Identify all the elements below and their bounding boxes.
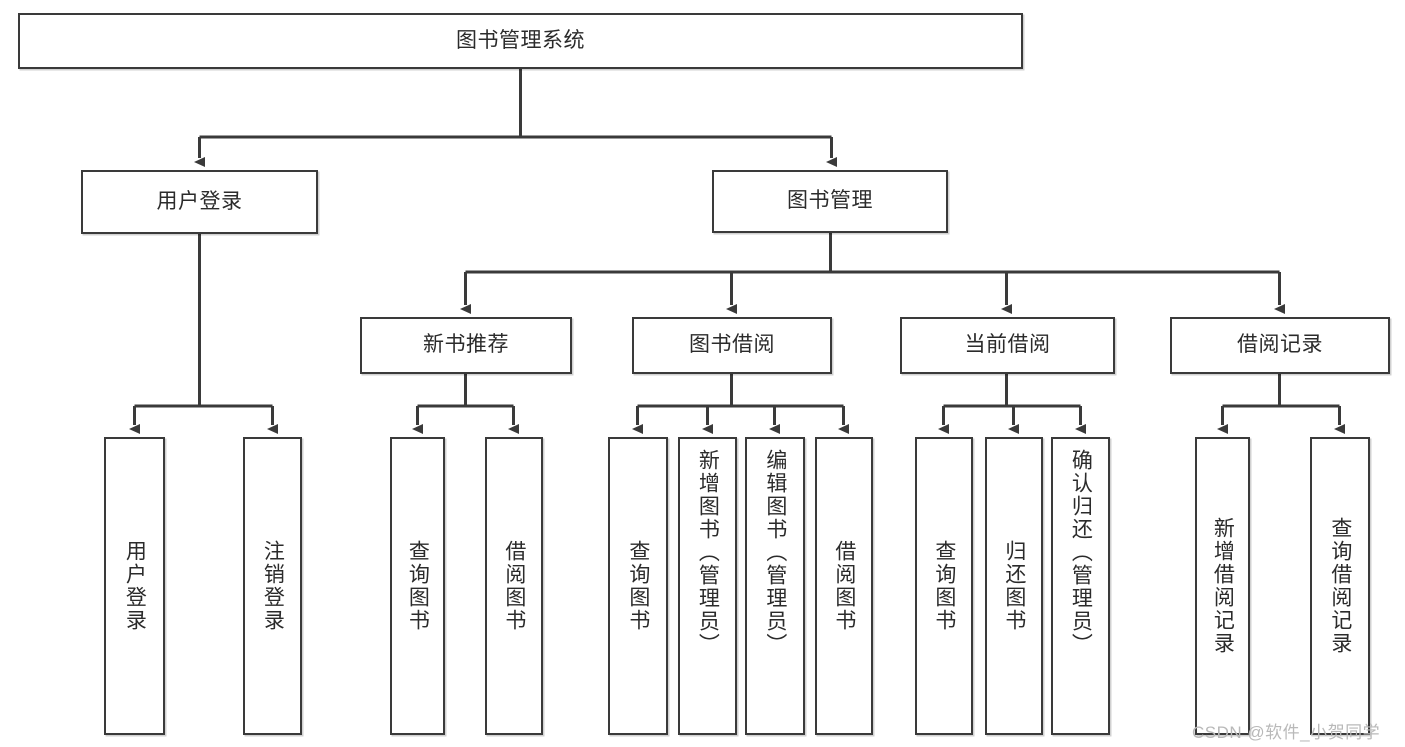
node-label: 新书推荐 xyxy=(423,333,509,357)
node-leaf-borrow-book-recommend[interactable]: 借阅图书 xyxy=(485,437,543,735)
node-book-borrow[interactable]: 图书借阅 xyxy=(632,317,832,374)
node-leaf-borrow-book[interactable]: 借阅图书 xyxy=(815,437,873,735)
node-user-login[interactable]: 用户登录 xyxy=(81,170,318,234)
node-label: 借阅记录 xyxy=(1237,333,1323,357)
node-label: 新增借阅记录 xyxy=(1211,517,1235,655)
node-label: 用户登录 xyxy=(156,189,243,213)
node-label: 确认归还（管理员） xyxy=(1069,449,1093,656)
node-current-borrow[interactable]: 当前借阅 xyxy=(900,317,1115,374)
node-leaf-add-book-admin[interactable]: 新增图书（管理员） xyxy=(678,437,737,735)
node-leaf-query-book-recommend[interactable]: 查询图书 xyxy=(390,437,445,735)
node-label: 图书管理系统 xyxy=(456,28,585,52)
node-leaf-edit-book-admin[interactable]: 编辑图书（管理员） xyxy=(745,437,805,735)
node-label: 图书管理 xyxy=(787,189,873,213)
node-leaf-add-borrow-record[interactable]: 新增借阅记录 xyxy=(1195,437,1250,735)
node-leaf-user-login[interactable]: 用户登录 xyxy=(104,437,165,735)
node-label: 借阅图书 xyxy=(832,540,856,632)
node-label: 注销登录 xyxy=(261,540,285,632)
node-label: 查询图书 xyxy=(932,540,956,632)
node-leaf-query-book-borrow[interactable]: 查询图书 xyxy=(608,437,668,735)
node-leaf-confirm-return-admin[interactable]: 确认归还（管理员） xyxy=(1051,437,1110,735)
node-label: 归还图书 xyxy=(1002,540,1026,632)
node-book-management[interactable]: 图书管理 xyxy=(712,170,948,233)
node-label: 新增图书（管理员） xyxy=(696,449,720,656)
node-new-book-recommend[interactable]: 新书推荐 xyxy=(360,317,572,374)
node-root-system[interactable]: 图书管理系统 xyxy=(18,13,1023,69)
node-borrow-record[interactable]: 借阅记录 xyxy=(1170,317,1390,374)
node-label: 查询图书 xyxy=(406,540,430,632)
node-leaf-logout-login[interactable]: 注销登录 xyxy=(243,437,302,735)
node-leaf-query-borrow-record[interactable]: 查询借阅记录 xyxy=(1310,437,1370,735)
node-label: 查询图书 xyxy=(626,540,650,632)
node-label: 图书借阅 xyxy=(689,333,775,357)
csdn-watermark: CSDN @软件_小贺同学 xyxy=(1192,723,1381,742)
node-leaf-query-book-current[interactable]: 查询图书 xyxy=(915,437,973,735)
node-leaf-return-book[interactable]: 归还图书 xyxy=(985,437,1043,735)
node-label: 当前借阅 xyxy=(964,333,1051,357)
node-label: 用户登录 xyxy=(123,540,147,632)
node-label: 编辑图书（管理员） xyxy=(763,449,787,656)
node-label: 查询借阅记录 xyxy=(1328,517,1352,655)
node-label: 借阅图书 xyxy=(502,540,526,632)
